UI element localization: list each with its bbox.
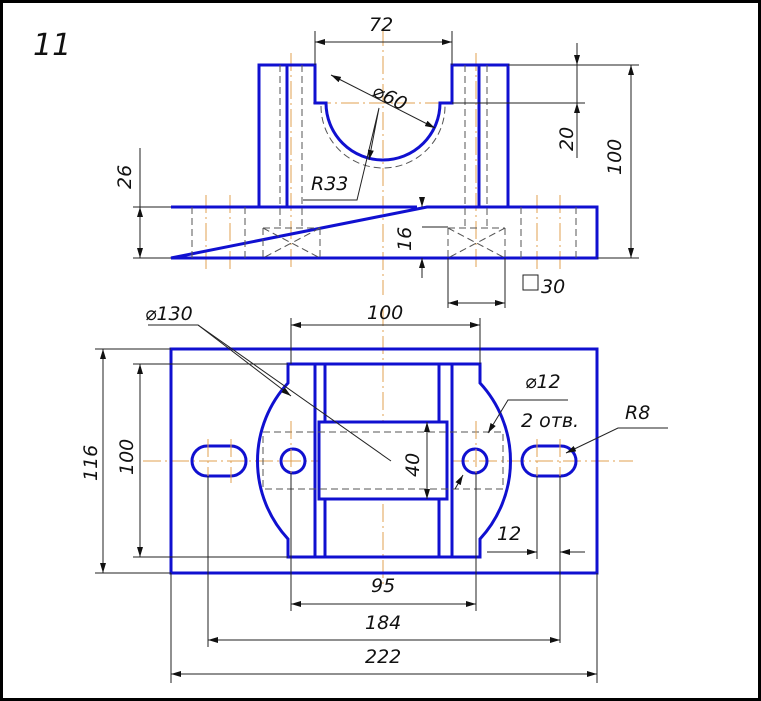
- dim-40: 40: [402, 453, 424, 477]
- dim-diameter-130: ⌀130: [145, 303, 193, 325]
- dim-26: 26: [114, 165, 136, 189]
- plan-view: ⌀130 100 116 100 ⌀12 2 отв. R8 40 12 95 …: [80, 302, 668, 683]
- dim-222: 222: [365, 646, 401, 668]
- dim-16: 16: [394, 227, 416, 251]
- square-symbol-icon: [522, 274, 539, 291]
- dim-square-30: 30: [541, 276, 565, 298]
- dim-100-height: 100: [604, 139, 626, 175]
- dim-20: 20: [556, 127, 578, 151]
- technical-drawing: 11: [33, 14, 668, 683]
- dim-100-width: 100: [367, 302, 403, 324]
- front-view: 72 ⌀60 R33 20 100 26 16 30: [114, 14, 639, 308]
- dim-12: 12: [497, 523, 521, 545]
- dim-r8: R8: [625, 402, 650, 424]
- dim-116: 116: [80, 445, 102, 481]
- dim-diameter-12: ⌀12: [525, 371, 561, 393]
- dim-184: 184: [365, 612, 401, 634]
- dim-r33: R33: [311, 173, 348, 195]
- dim-100-inner: 100: [116, 439, 138, 475]
- dim-72: 72: [369, 14, 393, 36]
- dim-diameter-60: ⌀60: [369, 80, 411, 116]
- sheet-number: 11: [33, 28, 71, 63]
- dim-95: 95: [371, 575, 395, 597]
- holes-count-note: 2 отв.: [521, 410, 579, 432]
